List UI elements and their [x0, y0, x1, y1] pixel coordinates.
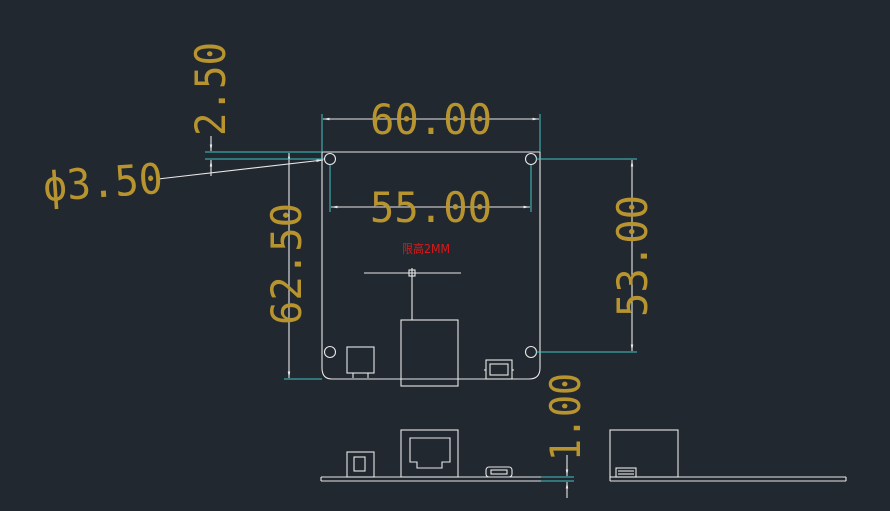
mounting-hole-top-right [524, 152, 538, 166]
mounting-hole-bottom-right [524, 345, 538, 359]
dimension-hole-offset-label: 2.50 [186, 42, 235, 136]
rj45-jack-end [609, 429, 679, 478]
board-side-view: 1.00 [320, 373, 590, 498]
dimension-hole-diameter: ϕ3.50 [41, 154, 324, 211]
board-outline [321, 151, 541, 380]
dimension-hole-spacing-x-label: 55.00 [370, 183, 492, 232]
dimension-hole-diameter-label: ϕ3.50 [41, 154, 164, 211]
usb-connector-end [615, 467, 637, 478]
dimension-overall-height: 62.50 [262, 151, 322, 380]
height-limit-note: 限高2MM [402, 241, 450, 256]
mounting-hole-bottom-left [323, 345, 337, 359]
dimension-board-thickness: 1.00 [541, 373, 590, 498]
rj45-jack-side [400, 429, 459, 478]
dimension-overall-width-label: 60.00 [370, 95, 492, 144]
dc-jack-top [346, 346, 375, 378]
rj45-jack-top [400, 319, 459, 387]
dimension-overall-height-label: 62.50 [262, 203, 311, 325]
micro-usb-side [485, 466, 513, 478]
center-crosshair [364, 268, 461, 320]
dimension-hole-spacing-y-label: 53.00 [608, 195, 657, 317]
dimension-overall-width: 60.00 [321, 95, 541, 152]
dimension-hole-spacing-x: 55.00 [329, 165, 532, 232]
micro-usb-top [484, 359, 514, 380]
board-top-view [321, 151, 541, 387]
dimension-board-thickness-label: 1.00 [541, 373, 590, 461]
dc-jack-side [346, 451, 375, 478]
dimension-hole-spacing-y: 53.00 [536, 158, 657, 353]
mounting-hole-top-left [323, 152, 337, 166]
dimension-hole-offset: 2.50 [186, 42, 324, 176]
board-end-view [609, 429, 847, 482]
